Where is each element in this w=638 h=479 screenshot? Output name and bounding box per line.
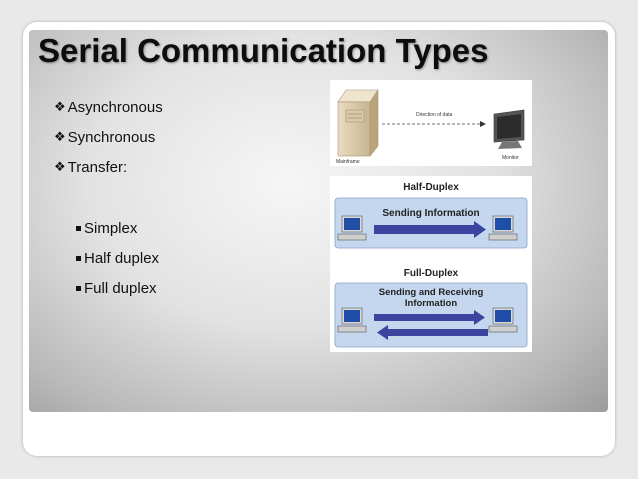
sub-bullet-item: Full duplex bbox=[76, 273, 159, 303]
sub-bullet-text: Half duplex bbox=[84, 249, 160, 267]
simplex-figure: Mainframe Direction of data Monitor bbox=[330, 80, 532, 166]
mainframe-icon bbox=[337, 89, 379, 157]
mainframe-label: Mainframe bbox=[336, 159, 360, 165]
sub-bullet-list: Simplex Half duplex Full duplex bbox=[76, 213, 159, 303]
square-bullet-icon bbox=[76, 225, 81, 231]
half-duplex-title: Half-Duplex bbox=[403, 182, 459, 193]
diamond-bullet-icon: ❖ bbox=[54, 159, 66, 174]
half-duplex-panel bbox=[334, 197, 528, 249]
computer-icon bbox=[337, 307, 367, 333]
full-duplex-right-arrow-shaft bbox=[374, 314, 474, 321]
bullet-item: ❖Asynchronous bbox=[54, 92, 163, 122]
monitor-label: Monitor bbox=[502, 155, 519, 161]
duplex-figure: Half-Duplex Sending Information Full-Dup… bbox=[330, 176, 532, 352]
bullet-item: ❖Synchronous bbox=[54, 122, 163, 152]
diamond-bullet-icon: ❖ bbox=[54, 129, 66, 144]
computer-icon bbox=[337, 215, 367, 241]
computer-icon bbox=[488, 307, 518, 333]
monitor-icon bbox=[493, 109, 525, 149]
sub-bullet-item: Simplex bbox=[76, 213, 159, 243]
right-arrow-icon bbox=[474, 310, 485, 325]
bullet-text: Asynchronous bbox=[67, 98, 163, 116]
full-duplex-label-line1: Sending and Receiving bbox=[379, 287, 484, 298]
square-bullet-icon bbox=[76, 285, 81, 291]
bullet-item: ❖Transfer: bbox=[54, 152, 163, 182]
full-duplex-label-line2: Information bbox=[405, 298, 457, 309]
half-duplex-arrow-icon bbox=[474, 221, 486, 238]
bullet-text: Synchronous bbox=[67, 128, 156, 146]
direction-label: Direction of data bbox=[416, 112, 453, 118]
full-duplex-left-arrow-shaft bbox=[388, 329, 488, 336]
sub-bullet-item: Half duplex bbox=[76, 243, 159, 273]
square-bullet-icon bbox=[76, 255, 81, 261]
sub-bullet-text: Full duplex bbox=[84, 279, 157, 297]
full-duplex-title: Full-Duplex bbox=[404, 268, 459, 279]
sub-bullet-text: Simplex bbox=[84, 219, 138, 237]
diamond-bullet-icon: ❖ bbox=[54, 99, 66, 114]
half-duplex-label: Sending Information bbox=[382, 208, 479, 219]
slide-title: Serial Communication Types bbox=[38, 32, 489, 69]
left-arrow-icon bbox=[377, 325, 388, 340]
direction-arrowhead-icon bbox=[480, 121, 486, 127]
bullet-text: Transfer: bbox=[67, 158, 128, 176]
bullet-list: ❖Asynchronous ❖Synchronous ❖Transfer: bbox=[54, 92, 163, 182]
computer-icon bbox=[488, 215, 518, 241]
half-duplex-arrow-shaft bbox=[374, 225, 474, 234]
